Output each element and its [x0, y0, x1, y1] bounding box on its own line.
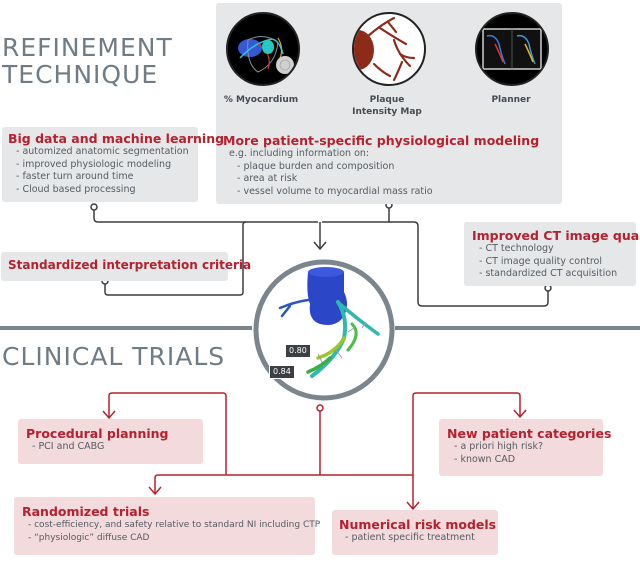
myocardium-graphic — [238, 36, 294, 74]
standardized-box: Standardized interpretation criteria — [1, 252, 252, 281]
ct-quality-item: - standardized CT acquisition — [479, 268, 618, 279]
clinical-connectors — [102, 392, 527, 511]
big-data-box: Big data and machine learning - automize… — [2, 127, 225, 202]
standardized-title: Standardized interpretation criteria — [8, 258, 252, 272]
myocardium-3d-icon[interactable] — [226, 12, 300, 86]
tool-label-myocardium: % Myocardium — [223, 95, 299, 105]
planner-graphic — [482, 28, 542, 70]
refinement-title-line2: TECHNIQUE — [2, 60, 159, 89]
patient-specific-item: - area at risk — [237, 173, 298, 184]
procedural-planning-item: - PCI and CABG — [32, 441, 105, 452]
refinement-title-line1: REFINEMENT — [2, 33, 173, 62]
patient-specific-title: More patient-specific physiological mode… — [223, 133, 540, 148]
numerical-risk-models-box: Numerical risk models - patient specific… — [332, 510, 498, 555]
procedural-planning-title: Procedural planning — [26, 426, 169, 441]
plaque-map-graphic — [354, 16, 416, 82]
refinement-technique-title: REFINEMENT TECHNIQUE — [2, 34, 173, 88]
ct-quality-item: - CT image quality control — [479, 255, 602, 267]
big-data-title: Big data and machine learning — [8, 131, 225, 146]
ct-quality-item: - CT technology — [479, 243, 554, 254]
patient-specific-item: - vessel volume to myocardial mass ratio — [237, 185, 433, 197]
randomized-trials-item: - “physiologic” diffuse CAD — [28, 532, 150, 543]
numerical-risk-item: - patient specific treatment — [345, 532, 475, 543]
plaque-map-icon[interactable] — [352, 12, 426, 86]
new-patient-item: - known CAD — [454, 453, 516, 465]
new-patient-item: - a priori high risk? — [454, 441, 544, 452]
randomized-trials-title: Randomized trials — [22, 504, 150, 519]
patient-specific-box: More patient-specific physiological mode… — [223, 133, 539, 198]
tool-label-planner: Planner — [491, 95, 531, 105]
coronary-model[interactable]: 0.80 0.84 — [252, 258, 396, 402]
connector-dot-big-data — [90, 203, 98, 211]
new-patient-categories-box: New patient categories - a priori high r… — [439, 419, 612, 476]
big-data-item: - Cloud based processing — [16, 183, 136, 195]
patient-specific-intro: e.g. including information on: — [229, 148, 370, 159]
ct-quality-title: Improved CT image quality — [472, 228, 640, 243]
procedural-planning-box: Procedural planning - PCI and CABG — [18, 419, 203, 464]
randomized-trials-box: Randomized trials - cost-efficiency, and… — [14, 497, 321, 555]
planner-icon[interactable] — [475, 12, 549, 86]
big-data-item: - faster turn around time — [16, 171, 134, 182]
ct-quality-box: Improved CT image quality - CT technolog… — [464, 222, 640, 286]
big-data-item: - improved physiologic modeling — [16, 158, 172, 170]
refinement-connectors — [93, 208, 549, 307]
tool-label-plaque-map: Plaque Intensity Map — [352, 95, 422, 117]
value-label-0: 0.80 — [285, 344, 311, 358]
value-label-1: 0.84 — [269, 365, 295, 379]
big-data-item: - automized anatomic segmentation — [16, 146, 189, 157]
coronary-model-graphic — [253, 259, 395, 401]
connector-dot-clinical — [316, 404, 324, 412]
clinical-trials-title: CLINICAL TRIALS — [2, 342, 226, 371]
randomized-trials-item: - cost-efficiency, and safety relative t… — [28, 520, 321, 530]
new-patient-categories-title: New patient categories — [447, 426, 612, 441]
patient-specific-item: - plaque burden and composition — [237, 160, 395, 172]
numerical-risk-models-title: Numerical risk models — [339, 517, 497, 532]
